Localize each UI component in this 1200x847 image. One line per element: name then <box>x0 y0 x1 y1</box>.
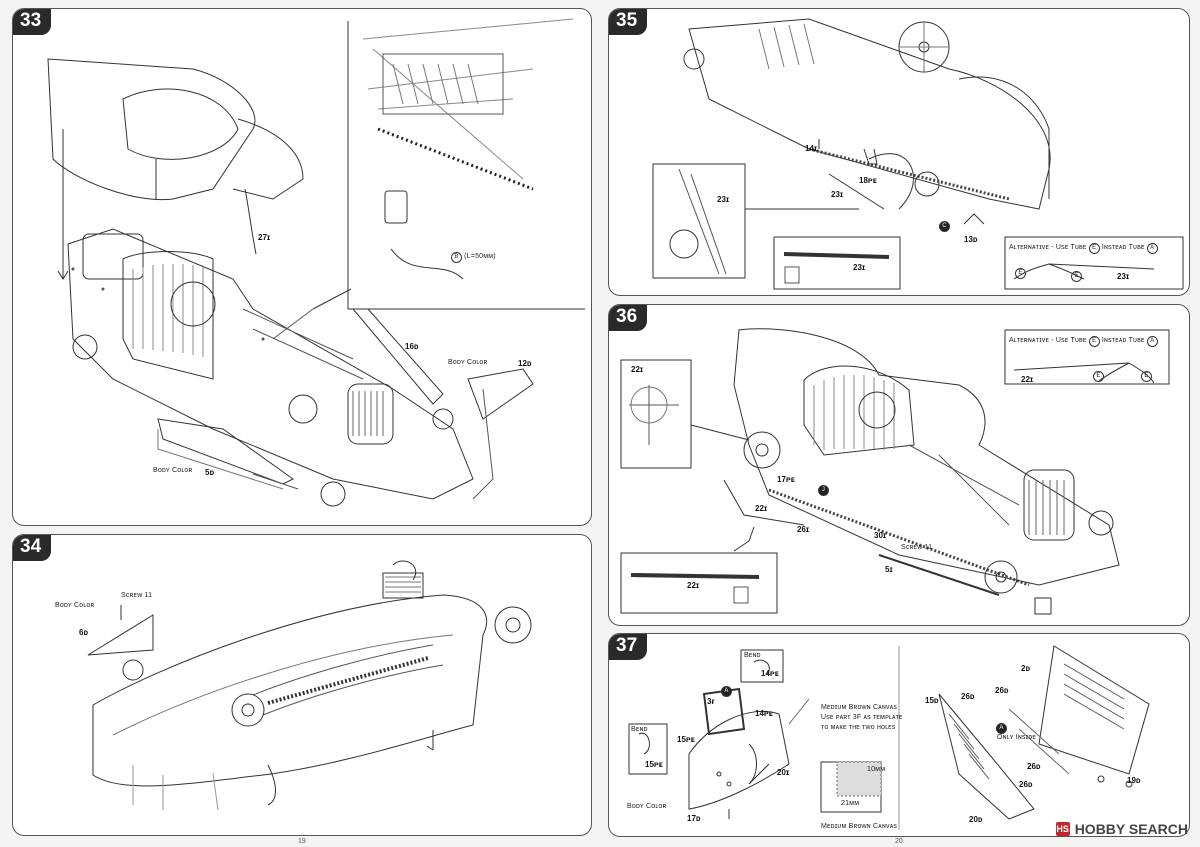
bend-label-2: Bᴇɴᴅ <box>631 726 648 733</box>
tube-e-marker-2: E <box>1141 371 1152 382</box>
part-23-inset-2: 23ɪ <box>853 263 866 272</box>
body-color-label: Bᴏᴅʏ Cᴏʟᴏʀ <box>55 602 95 609</box>
screw-11-label: Sᴄʀᴇᴡ 11 <box>901 544 933 551</box>
only-inside-label: Oɴʟʏ Iɴsɪᴅᴇ <box>997 734 1037 741</box>
step-33-panel: 33 <box>12 8 592 526</box>
body-color-label-1: Bᴏᴅʏ Cᴏʟᴏʀ <box>448 359 488 366</box>
body-color-label-2: Bᴏᴅʏ Cᴏʟᴏʀ <box>153 467 193 474</box>
step-36-panel: 36 <box>608 304 1190 626</box>
part-17: 17ᴅ <box>687 814 701 823</box>
screw-11-label: Sᴄʀᴇᴡ 11 <box>121 592 153 599</box>
step-number: 35 <box>609 9 648 35</box>
bend-label-1: Bᴇɴᴅ <box>744 652 761 659</box>
step-number: 33 <box>13 9 52 35</box>
dimension-10mm: 10ᴍᴍ <box>867 766 886 773</box>
part-26: 26ɪ <box>797 525 810 534</box>
part-22-inset-2: 22ɪ <box>687 581 700 590</box>
part-18: 18ᴘᴇ <box>859 176 877 185</box>
part-27: 27ɪ <box>258 233 271 242</box>
part-20: 20ɪ <box>777 768 790 777</box>
part-14: 14ɪ <box>805 144 818 153</box>
part-22-alt: 22ɪ <box>1021 375 1034 384</box>
part-2: 2ᴅ <box>1021 664 1031 673</box>
part-13: 13ᴅ <box>964 235 978 244</box>
part-12: 12ᴅ <box>518 359 532 368</box>
part-5: 5ɪ <box>885 565 893 574</box>
step-34-panel: 34 Sᴄʀᴇᴡ 11 Bᴏᴅʏ Cᴏʟᴏʀ 6ᴅ <box>12 534 592 836</box>
part-14-pe-top: 14ᴘᴇ <box>761 669 779 678</box>
tube-b-label: B (L=50ᴍᴍ) <box>451 252 496 263</box>
part-15-pe: 15ᴘᴇ <box>677 735 695 744</box>
assembly-diagram-36 <box>620 328 1170 615</box>
step-number: 34 <box>13 535 52 561</box>
part-26-2: 26ᴅ <box>995 686 1009 695</box>
circle-a-2: A <box>996 723 1007 734</box>
part-23-main: 23ɪ <box>831 190 844 199</box>
step-37-panel: 37 Bᴇɴᴅ 14ᴘᴇ 3ғ A 14 <box>608 633 1190 837</box>
part-17: 17ᴘᴇ <box>777 475 795 484</box>
assembly-diagram-33 <box>47 18 585 507</box>
step-number: 36 <box>609 305 648 331</box>
part-5: 5ᴅ <box>205 468 215 477</box>
alternative-tube-note: Aʟᴛᴇʀɴᴀᴛɪᴠᴇ - Usᴇ Tᴜʙᴇ E Iɴsᴛᴇᴀᴅ Tᴜʙᴇ A <box>1009 243 1158 254</box>
part-14-pe: 14ᴘᴇ <box>755 709 773 718</box>
part-26-1: 26ᴅ <box>961 692 975 701</box>
dimension-21mm: 21ᴍᴍ <box>841 800 860 807</box>
canvas-note: Mᴇᴅɪᴜᴍ Bʀᴏᴡɴ Cᴀɴᴠᴀs Usᴇ ᴘᴀʀᴛ 3F ᴀs ᴛᴇᴍᴘʟ… <box>821 704 903 731</box>
page-number-left: 19 <box>298 838 306 845</box>
circle-c: C <box>939 221 950 232</box>
tube-e-marker-1: E <box>1093 371 1104 382</box>
part-20-d: 20ᴅ <box>969 815 983 824</box>
part-26-4: 26ᴅ <box>1019 780 1033 789</box>
part-23-alt: 23ɪ <box>1117 272 1130 281</box>
circle-a-1: A <box>721 686 732 697</box>
canvas-label: Mᴇᴅɪᴜᴍ Bʀᴏᴡɴ Cᴀɴᴠᴀs <box>821 823 898 830</box>
circle-j: J <box>818 485 829 496</box>
circle-b: B <box>451 252 462 263</box>
part-26-3: 26ᴅ <box>1027 762 1041 771</box>
part-19: 19ᴅ <box>1127 776 1141 785</box>
page-number-right: 20 <box>895 838 903 845</box>
assembly-diagram-34 <box>87 560 532 811</box>
part-22-inset: 22ɪ <box>631 365 644 374</box>
part-22-main: 22ɪ <box>755 504 768 513</box>
part-6: 6ᴅ <box>79 628 89 637</box>
part-15-pe-inset: 15ᴘᴇ <box>645 760 663 769</box>
tube-e-marker-2: E <box>1071 271 1082 282</box>
step-35-panel: 35 14ɪ <box>608 8 1190 296</box>
body-color-label: Bᴏᴅʏ Cᴏʟᴏʀ <box>627 803 667 810</box>
step-number: 37 <box>609 634 648 660</box>
part-3: 3ғ <box>707 697 715 706</box>
alternative-tube-note: Aʟᴛᴇʀɴᴀᴛɪᴠᴇ - Usᴇ Tᴜʙᴇ E Iɴsᴛᴇᴀᴅ Tᴜʙᴇ A <box>1009 336 1158 347</box>
part-23-inset-1: 23ɪ <box>717 195 730 204</box>
assembly-diagram-35 <box>652 18 1184 290</box>
tube-e-marker-1: E <box>1015 268 1026 279</box>
tube-b-length: (L=50ᴍᴍ) <box>464 253 496 260</box>
part-30: 30ɪ <box>874 531 887 540</box>
hobby-search-logo-icon: HS <box>1055 822 1070 836</box>
assembly-diagram-37 <box>628 645 1150 830</box>
part-16: 16ᴅ <box>405 342 419 351</box>
part-15: 15ᴅ <box>925 696 939 705</box>
